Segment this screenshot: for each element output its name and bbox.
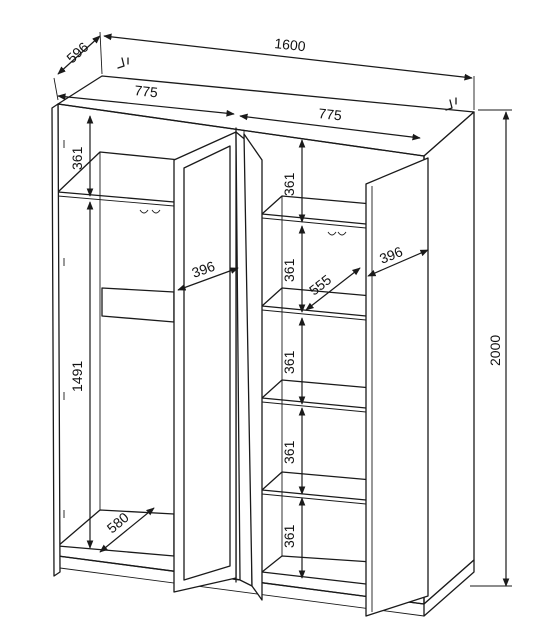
rail-hook-icon [139, 209, 161, 214]
label-section-left: 775 [134, 82, 159, 100]
dim-left-door [177, 267, 239, 291]
right-shelf-4-edge [261, 493, 367, 505]
cabinet-right-side [423, 111, 475, 605]
dim-right-door [367, 249, 429, 277]
label-left-hanging: 1491 [69, 361, 85, 392]
dim-depth-total [57, 35, 101, 75]
dim-section-left [57, 93, 235, 117]
bracket-icon-right [445, 97, 457, 111]
right-shelf-2-edge [261, 309, 367, 321]
label-right-shelf-2: 361 [281, 258, 297, 282]
left-top-shelf-edge [57, 195, 175, 207]
cabinet-top [57, 75, 475, 157]
right-outer-door [365, 157, 429, 617]
dim-left-depth [99, 507, 155, 553]
label-depth-total: 596 [63, 39, 91, 67]
left-hanging-rail [101, 287, 175, 323]
doors [51, 103, 429, 617]
right-shelf-1-edge [261, 217, 367, 229]
label-section-right: 775 [318, 105, 343, 123]
cabinet-plinth-front [59, 567, 425, 617]
mirror-panel [183, 145, 231, 581]
label-height-total: 2000 [487, 335, 503, 366]
cabinet-plinth-side [423, 559, 475, 617]
right-bottom-panel [261, 555, 373, 585]
label-right-shelf-4: 361 [281, 440, 297, 464]
label-right-shelf-3: 361 [281, 350, 297, 374]
label-right-shelf-5: 361 [281, 524, 297, 548]
left-section [57, 151, 181, 557]
dim-right-shelf-depth [305, 267, 361, 311]
dimension-lines [53, 31, 512, 587]
right-shelf-3-edge [261, 401, 367, 413]
dim-width-total [103, 33, 473, 81]
label-left-top-shelf: 361 [69, 146, 85, 170]
dim-section-right [239, 113, 421, 141]
bracket-icon-left [117, 57, 129, 69]
center-right-door [243, 133, 263, 601]
right-section [261, 195, 373, 585]
label-width-total: 1600 [274, 35, 307, 54]
label-left-door: 396 [190, 258, 218, 281]
label-right-shelf-1: 361 [281, 172, 297, 196]
shelf-hook-icon [327, 231, 347, 236]
left-outer-door [51, 103, 61, 577]
